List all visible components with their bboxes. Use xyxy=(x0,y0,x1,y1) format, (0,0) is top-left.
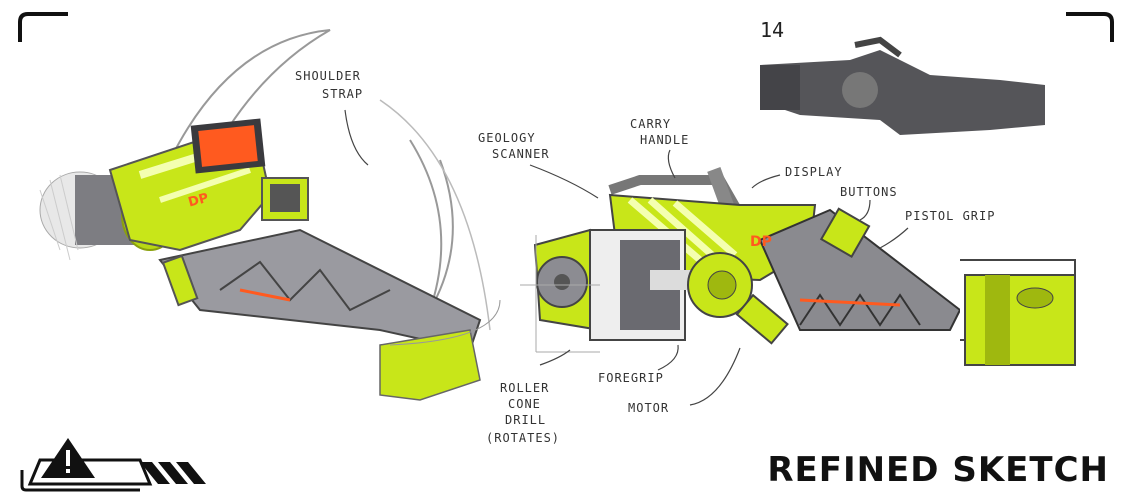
drill-side-view-sketch xyxy=(520,167,1076,366)
label-buttons: BUTTONS xyxy=(840,185,898,199)
warning-triangle-icon xyxy=(41,438,95,478)
logo-mark-left: DP xyxy=(187,191,211,211)
stripes-icon xyxy=(140,462,206,484)
callout-leaders xyxy=(344,109,909,406)
label-shoulder-strap-1: SHOULDER xyxy=(295,69,361,83)
label-roller-cone-drill-1: ROLLER xyxy=(500,381,549,395)
label-display: DISPLAY xyxy=(785,165,843,179)
drill-thumbnail-sketch xyxy=(760,36,1045,135)
drill-perspective-sketch xyxy=(39,29,501,401)
label-pistol-grip: PISTOL GRIP xyxy=(905,209,995,223)
corner-bracket-top-right xyxy=(1066,12,1114,42)
label-roller-cone-drill-4: (ROTATES) xyxy=(486,431,560,445)
sheet-title: REFINED SKETCH xyxy=(767,450,1109,490)
label-shoulder-strap-2: STRAP xyxy=(322,87,363,101)
label-geology-scanner-1: GEOLOGY xyxy=(478,131,536,145)
warning-emblem xyxy=(20,438,206,492)
label-motor: MOTOR xyxy=(628,401,669,415)
label-carry-handle-1: CARRY xyxy=(630,117,671,131)
label-roller-cone-drill-3: DRILL xyxy=(505,413,546,427)
label-foregrip: FOREGRIP xyxy=(598,371,664,385)
label-geology-scanner-2: SCANNER xyxy=(492,147,550,161)
label-carry-handle-2: HANDLE xyxy=(640,133,689,147)
logo-mark-right: DP xyxy=(750,234,772,250)
label-roller-cone-drill-2: CONE xyxy=(508,397,541,411)
corner-bracket-top-left xyxy=(18,12,68,42)
sheet-number: 14 xyxy=(760,18,785,42)
